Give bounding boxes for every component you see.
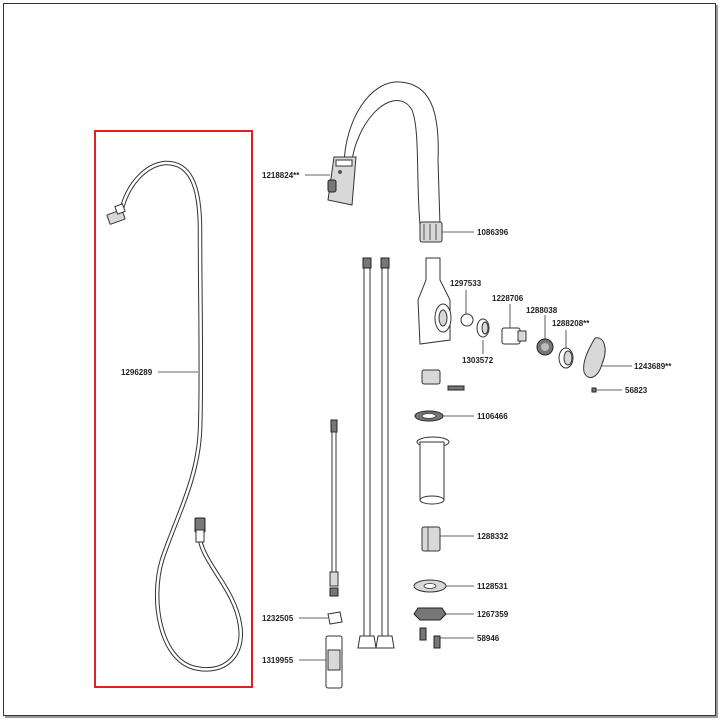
- label-1288038: 1288038: [526, 306, 558, 315]
- leader-lines: [158, 174, 632, 661]
- label-58946: 58946: [477, 634, 500, 643]
- part-58946[interactable]: [419, 627, 441, 649]
- label-1296289: 1296289: [121, 368, 153, 377]
- part-1267359[interactable]: [413, 607, 447, 621]
- highlight-box: [94, 130, 253, 688]
- spray-head-1218824[interactable]: [327, 156, 357, 206]
- part-1288038[interactable]: [536, 338, 554, 356]
- label-1086396: 1086396: [477, 228, 509, 237]
- hose-1296289[interactable]: [106, 160, 244, 672]
- label-1288332: 1288332: [477, 532, 509, 541]
- part-1288332[interactable]: [421, 526, 441, 552]
- part-1106466[interactable]: [414, 410, 444, 422]
- label-1106466: 1106466: [477, 412, 508, 421]
- part-1288208[interactable]: [558, 347, 574, 369]
- label-1218824: 1218824**: [262, 171, 300, 180]
- part-56823[interactable]: [591, 387, 597, 393]
- shank-sleeve[interactable]: [416, 436, 450, 505]
- label-56823: 56823: [625, 386, 648, 395]
- label-1288208: 1288208**: [552, 319, 590, 328]
- label-1319955: 1319955: [262, 656, 294, 665]
- part-1319955[interactable]: [325, 635, 343, 689]
- supply-line-right[interactable]: [375, 257, 395, 649]
- label-1243689: 1243689**: [634, 362, 672, 371]
- part-1232505[interactable]: [327, 611, 343, 625]
- label-1297533: 1297533: [450, 279, 482, 288]
- part-1086396[interactable]: [419, 221, 443, 243]
- valve-body[interactable]: [417, 257, 452, 345]
- label-1232505: 1232505: [262, 614, 294, 623]
- clip-part[interactable]: [421, 369, 465, 391]
- label-1128531: 1128531: [477, 582, 508, 591]
- label-1303572: 1303572: [462, 356, 494, 365]
- part-1228706[interactable]: [501, 327, 527, 345]
- supply-line-left[interactable]: [357, 257, 377, 649]
- part-1303572[interactable]: [476, 318, 490, 338]
- part-1128531[interactable]: [413, 579, 447, 593]
- part-labels: 1296289 1218824** 1086396 1297533 122870…: [121, 171, 672, 665]
- connector-rod[interactable]: [329, 419, 339, 597]
- label-1267359: 1267359: [477, 610, 509, 619]
- part-1297533[interactable]: [460, 313, 474, 327]
- diagram-frame: [3, 3, 716, 716]
- handle-1243689[interactable]: [583, 337, 606, 379]
- spout-body[interactable]: [343, 81, 441, 226]
- label-1228706: 1228706: [492, 294, 524, 303]
